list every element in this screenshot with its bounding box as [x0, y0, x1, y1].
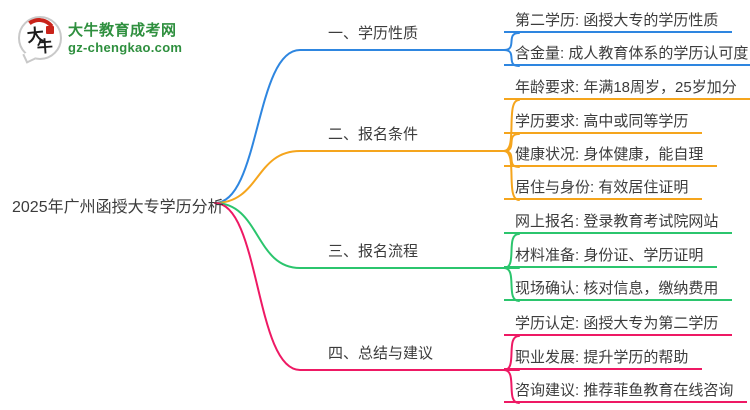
- logo-char-niu: 牛: [36, 38, 54, 57]
- connector-line: [214, 202, 505, 371]
- connector-line: [214, 202, 505, 269]
- connector-line: [503, 99, 520, 152]
- leaf-node-2-3: 健康状况: 身体健康，能自理: [504, 144, 718, 167]
- leaf-node-3-2: 材料准备: 身份证、学历证明: [504, 245, 718, 268]
- leaf-node-3-3: 现场确认: 核对信息，缴纳费用: [504, 278, 733, 301]
- central-topic: 2025年广州函授大专学历分析: [12, 199, 224, 216]
- leaf-node-1-1: 第二学历: 函授大专的学历性质: [504, 10, 733, 33]
- branch-label-1: 一、学历性质: [328, 25, 419, 42]
- leaf-node-3-1: 网上报名: 登录教育考试院网站: [504, 211, 733, 234]
- branch-label-2: 二、报名条件: [328, 126, 419, 143]
- leaf-node-4-1: 学历认定: 函授大专为第二学历: [504, 313, 733, 336]
- logo-seal-icon: [46, 26, 54, 34]
- leaf-node-1-2: 含金量: 成人教育体系的学历认可度: [504, 43, 750, 66]
- connector-line: [214, 49, 505, 204]
- branch-label-3: 三、报名流程: [328, 243, 419, 260]
- leaf-node-2-2: 学历要求: 高中或同等学历: [504, 111, 703, 134]
- connector-line: [214, 150, 505, 204]
- logo-text: 大牛教育成考网 gz-chengkao.com: [68, 22, 182, 55]
- branch-label-4: 四、总结与建议: [328, 345, 434, 362]
- logo-domain: gz-chengkao.com: [68, 39, 183, 55]
- leaf-node-2-1: 年龄要求: 年满18周岁，25岁加分: [504, 77, 750, 100]
- logo-bull-icon: 大 牛: [18, 15, 62, 64]
- logo-title: 大牛教育成考网: [68, 21, 177, 39]
- leaf-node-2-4: 居住与身份: 有效居住证明: [504, 177, 703, 200]
- leaf-node-4-3: 咨询建议: 推荐菲鱼教育在线咨询: [504, 380, 748, 403]
- site-logo: 大 牛 大牛教育成考网 gz-chengkao.com: [18, 14, 182, 64]
- leaf-node-4-2: 职业发展: 提升学历的帮助: [504, 347, 703, 370]
